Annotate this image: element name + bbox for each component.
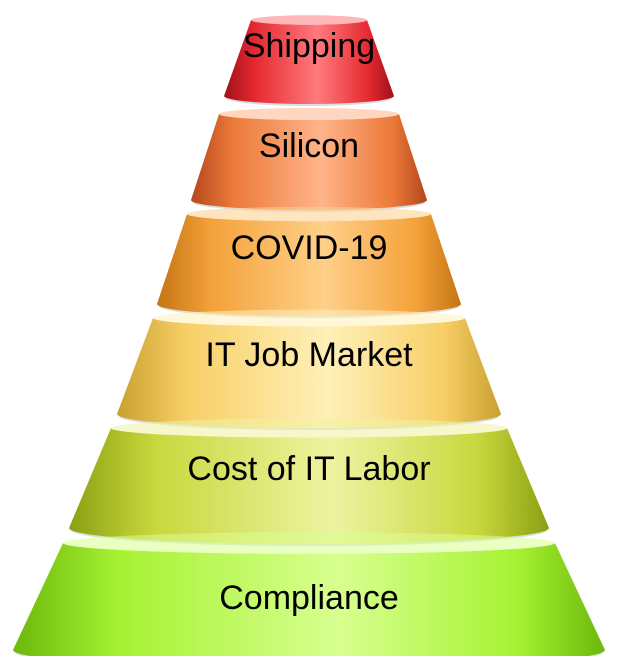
tier-label: COVID-19 — [231, 229, 388, 267]
tier-top-cap — [219, 108, 399, 120]
tier-label: Shipping — [243, 27, 375, 65]
tier-label: Cost of IT Labor — [187, 450, 430, 488]
tier-label: Compliance — [219, 579, 399, 617]
tier-top-cap — [251, 15, 367, 25]
pyramid-tier: Cost of IT Labor — [69, 418, 549, 546]
tier-top-cap — [187, 206, 431, 222]
tier-body — [69, 428, 549, 544]
pyramid-tier: Compliance — [13, 532, 605, 656]
pyramid-tier: Silicon — [191, 108, 427, 212]
tier-top-cap — [153, 309, 465, 327]
tier-body — [117, 318, 501, 428]
tier-body — [224, 20, 394, 104]
tier-body — [191, 114, 427, 210]
tier-top-cap — [63, 532, 555, 554]
tier-label: Silicon — [259, 127, 359, 165]
tier-label: IT Job Market — [205, 336, 413, 374]
pyramid-tier: IT Job Market — [117, 309, 501, 430]
tier-top-cap — [111, 418, 507, 438]
pyramid-tier: COVID-19 — [157, 206, 461, 318]
pyramid-tier: Shipping — [224, 15, 394, 106]
tier-body — [157, 214, 461, 316]
tier-body — [13, 543, 605, 656]
